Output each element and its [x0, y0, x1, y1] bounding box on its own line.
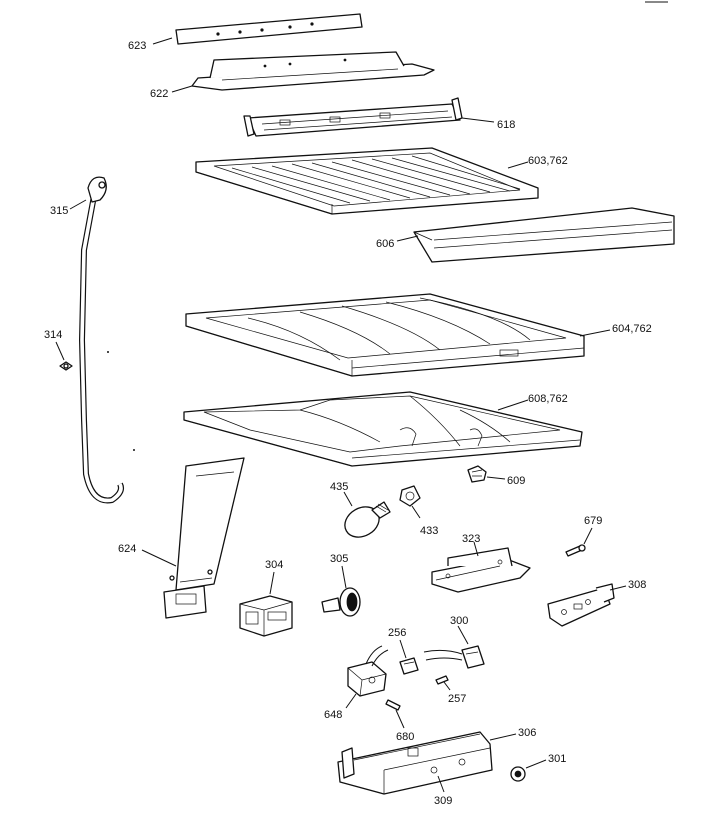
leader-603 — [507, 161, 529, 169]
leader-300 — [457, 625, 469, 645]
callout-306: 306 — [518, 727, 536, 739]
part-606-trim — [413, 207, 675, 263]
part-623-strip — [175, 13, 363, 45]
callout-623: 623 — [128, 40, 146, 52]
part-323-bracket — [431, 547, 531, 593]
leader-315 — [69, 199, 87, 210]
callout-624: 624 — [118, 543, 136, 555]
part-256-connector — [399, 657, 419, 675]
leader-323 — [473, 541, 479, 557]
callout-315: 315 — [50, 205, 68, 217]
part-648-timer — [347, 645, 389, 697]
part-308-plate — [547, 583, 615, 627]
callout-622: 622 — [150, 88, 168, 100]
part-604-frame — [185, 293, 585, 377]
leader-304 — [269, 571, 275, 595]
callout-608: 608,762 — [528, 393, 568, 405]
leader-622 — [171, 85, 193, 93]
part-315-tube — [79, 176, 124, 504]
callout-680: 680 — [396, 731, 414, 743]
part-609-clip — [467, 465, 487, 483]
leader-623 — [152, 37, 173, 45]
callout-301: 301 — [548, 753, 566, 765]
leader-680 — [395, 709, 405, 729]
leader-624 — [141, 549, 177, 567]
callout-603: 603,762 — [528, 155, 568, 167]
part-305-knob — [321, 587, 361, 617]
part-257-screw — [435, 675, 449, 685]
part-306-bracket — [337, 731, 493, 795]
stray-dot — [132, 448, 135, 451]
leader-309 — [437, 775, 445, 793]
leader-679 — [583, 527, 593, 545]
callout-256: 256 — [388, 627, 406, 639]
part-435-bulb — [344, 501, 391, 538]
callout-257: 257 — [448, 693, 466, 705]
leader-305 — [341, 565, 347, 589]
leader-301 — [525, 759, 547, 769]
callout-433: 433 — [420, 525, 438, 537]
callout-609: 609 — [507, 475, 525, 487]
leader-604 — [579, 329, 611, 337]
leader-609 — [486, 476, 506, 480]
callout-604: 604,762 — [612, 323, 652, 335]
part-314-clip — [59, 361, 73, 371]
leader-433 — [411, 505, 421, 519]
part-300-switch — [423, 645, 485, 669]
callout-618: 618 — [497, 119, 515, 131]
callout-314: 314 — [44, 329, 62, 341]
leader-256 — [399, 639, 407, 659]
callout-435: 435 — [330, 481, 348, 493]
part-624-panel — [163, 457, 245, 619]
callout-323: 323 — [462, 533, 480, 545]
part-680-screw — [385, 699, 401, 711]
part-433-socket — [399, 485, 421, 507]
part-603-shelf — [195, 147, 539, 215]
part-608-tray — [183, 391, 583, 467]
leader-648 — [345, 693, 357, 709]
callout-679: 679 — [584, 515, 602, 527]
part-622-bracket — [191, 51, 435, 91]
stray-dot — [107, 350, 110, 353]
callout-304: 304 — [265, 559, 283, 571]
callout-305: 305 — [330, 553, 348, 565]
leader-606 — [396, 235, 419, 242]
leader-314 — [55, 341, 65, 361]
callout-309: 309 — [434, 795, 452, 807]
callout-606: 606 — [376, 238, 394, 250]
part-301-knob — [510, 766, 526, 782]
callout-300: 300 — [450, 615, 468, 627]
leader-308 — [609, 585, 627, 591]
callout-308: 308 — [628, 579, 646, 591]
leader-618 — [461, 117, 495, 123]
leader-435 — [343, 491, 353, 507]
leader-257 — [443, 681, 451, 691]
part-618-shelf-bracket — [243, 97, 463, 137]
part-304-box — [239, 595, 293, 637]
leader-608 — [497, 399, 529, 411]
leader-306 — [489, 733, 517, 741]
callout-648: 648 — [324, 709, 342, 721]
part-679-screw — [565, 544, 586, 557]
